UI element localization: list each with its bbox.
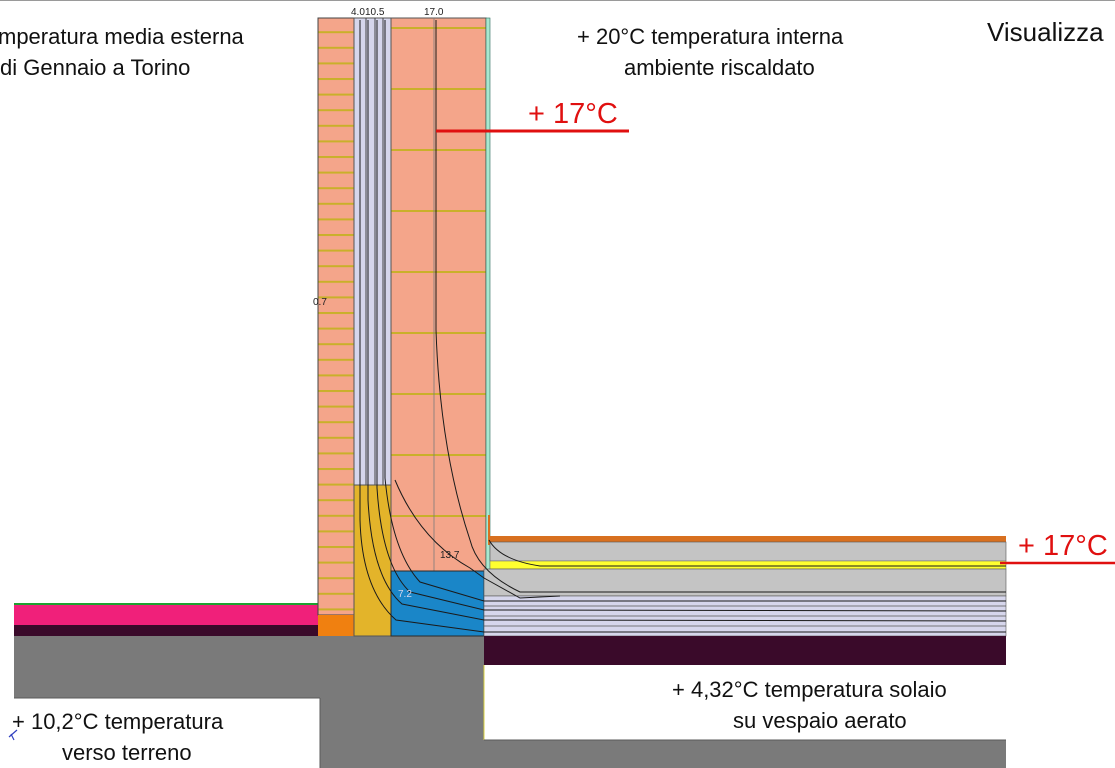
dimension-17-0: 17.0 — [424, 7, 444, 18]
dimension-4-0: 4.0 — [351, 7, 365, 18]
ground-temp-line2: verso terreno — [62, 740, 192, 765]
outdoor-pavement — [14, 603, 318, 636]
interior-plaster — [485, 17, 491, 572]
outer-brick-cladding — [317, 17, 355, 636]
outside-temp-line2: di Gennaio a Torino — [0, 55, 191, 80]
inner-brick-wall — [390, 17, 487, 572]
slab-temp-line1: + 4,32°C temperatura solaio — [672, 677, 947, 702]
foundation-blue-block — [390, 570, 485, 637]
inside-temp-line2: ambiente riscaldato — [624, 55, 815, 80]
isotherm-0-7: 0.7 — [313, 297, 327, 308]
isotherm-13-7: 13.7 — [440, 550, 460, 561]
pen-cursor-icon — [8, 729, 18, 741]
concrete-foundation — [14, 636, 1006, 768]
wall-temp-label: + 17°C — [528, 98, 618, 130]
floor-temp-label: + 17°C — [1018, 530, 1108, 562]
ground-temp-line1: + 10,2°C temperatura — [12, 709, 224, 734]
dimension-10-5: 10.5 — [365, 7, 385, 18]
inside-temp-line1: + 20°C temperatura interna — [577, 24, 844, 49]
outside-temp-line1: mperatura media esterna — [0, 24, 244, 49]
floor-slab — [483, 536, 1007, 665]
visualizza-label: Visualizza — [987, 17, 1104, 47]
slab-temp-line2: su vespaio aerato — [733, 708, 907, 733]
isotherm-7-2: 7.2 — [398, 589, 412, 600]
isotherm-lines — [359, 20, 1007, 633]
